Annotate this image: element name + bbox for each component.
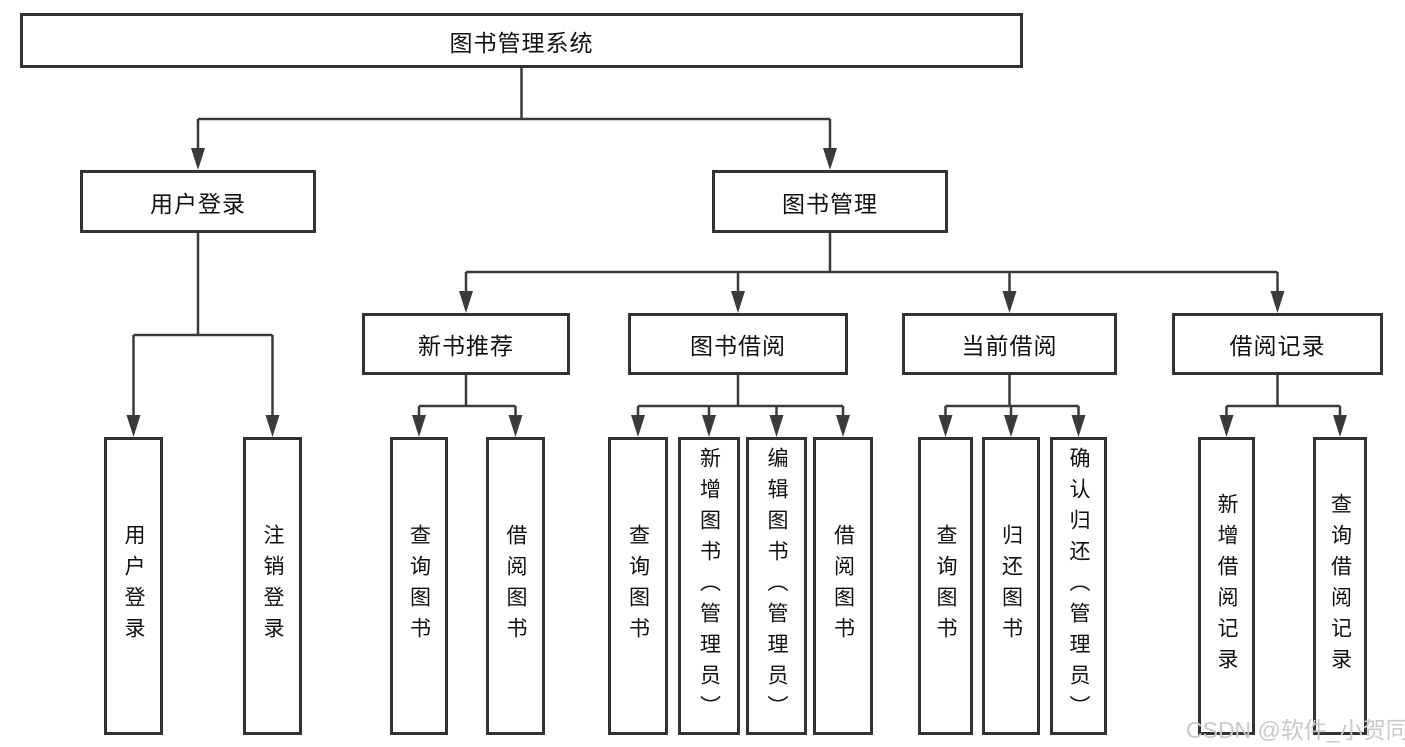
node-label: 确认归还（管理员）: [1067, 446, 1090, 726]
node-label: 图书借阅: [690, 333, 786, 359]
node-label: 图书管理系统: [449, 29, 594, 56]
node-label: 归还图书: [999, 524, 1023, 648]
node-label: 借阅图书: [831, 524, 855, 648]
connector-arrowheads: [126, 148, 1347, 437]
node-label: 借阅记录: [1229, 333, 1326, 359]
node-label: 用户登录: [122, 524, 145, 648]
leaf-edit-books-admin: 编辑图书（管理员）: [746, 437, 807, 735]
leaf-return-books: 归还图书: [982, 437, 1040, 735]
node-label: 查询图书: [934, 524, 957, 648]
leaf-add-books-admin: 新增图书（管理员）: [678, 437, 740, 735]
leaf-query-borrow-record: 查询借阅记录: [1313, 437, 1367, 735]
leaf-user-login: 用户登录: [104, 437, 163, 735]
node-label: 新增图书（管理员）: [697, 446, 721, 726]
leaf-query-books-3: 查询图书: [918, 437, 973, 735]
node-label: 新增借阅记录: [1215, 493, 1238, 679]
node-book-borrow: 图书借阅: [628, 313, 848, 375]
leaf-borrow-books-1: 借阅图书: [486, 437, 545, 735]
leaf-query-books-2: 查询图书: [608, 437, 668, 735]
leaf-query-books-1: 查询图书: [390, 437, 448, 735]
node-label: 注销登录: [261, 524, 284, 648]
node-label: 查询借阅记录: [1328, 493, 1352, 679]
node-user-login-branch: 用户登录: [80, 170, 316, 233]
node-label: 图书管理: [782, 190, 878, 217]
node-book-management-branch: 图书管理: [712, 170, 948, 233]
leaf-add-borrow-record: 新增借阅记录: [1198, 437, 1255, 735]
csdn-watermark: CSDN @软件_小贺同学: [1186, 717, 1405, 743]
node-label: 查询图书: [407, 524, 431, 648]
node-root-library-system: 图书管理系统: [20, 13, 1023, 68]
leaf-logout: 注销登录: [243, 437, 302, 735]
leaf-confirm-return-admin: 确认归还（管理员）: [1050, 437, 1107, 735]
connector-strokes: [132, 68, 1342, 419]
node-label: 当前借阅: [961, 333, 1058, 359]
node-label: 新书推荐: [418, 333, 514, 359]
node-label: 借阅图书: [504, 524, 527, 648]
leaf-borrow-books-2: 借阅图书: [813, 437, 873, 735]
node-borrow-records: 借阅记录: [1172, 313, 1383, 375]
node-label: 查询图书: [626, 524, 650, 648]
node-current-borrow: 当前借阅: [902, 313, 1117, 375]
node-new-book-recommend: 新书推荐: [362, 313, 570, 375]
node-label: 用户登录: [150, 190, 246, 217]
node-label: 编辑图书（管理员）: [765, 446, 788, 726]
